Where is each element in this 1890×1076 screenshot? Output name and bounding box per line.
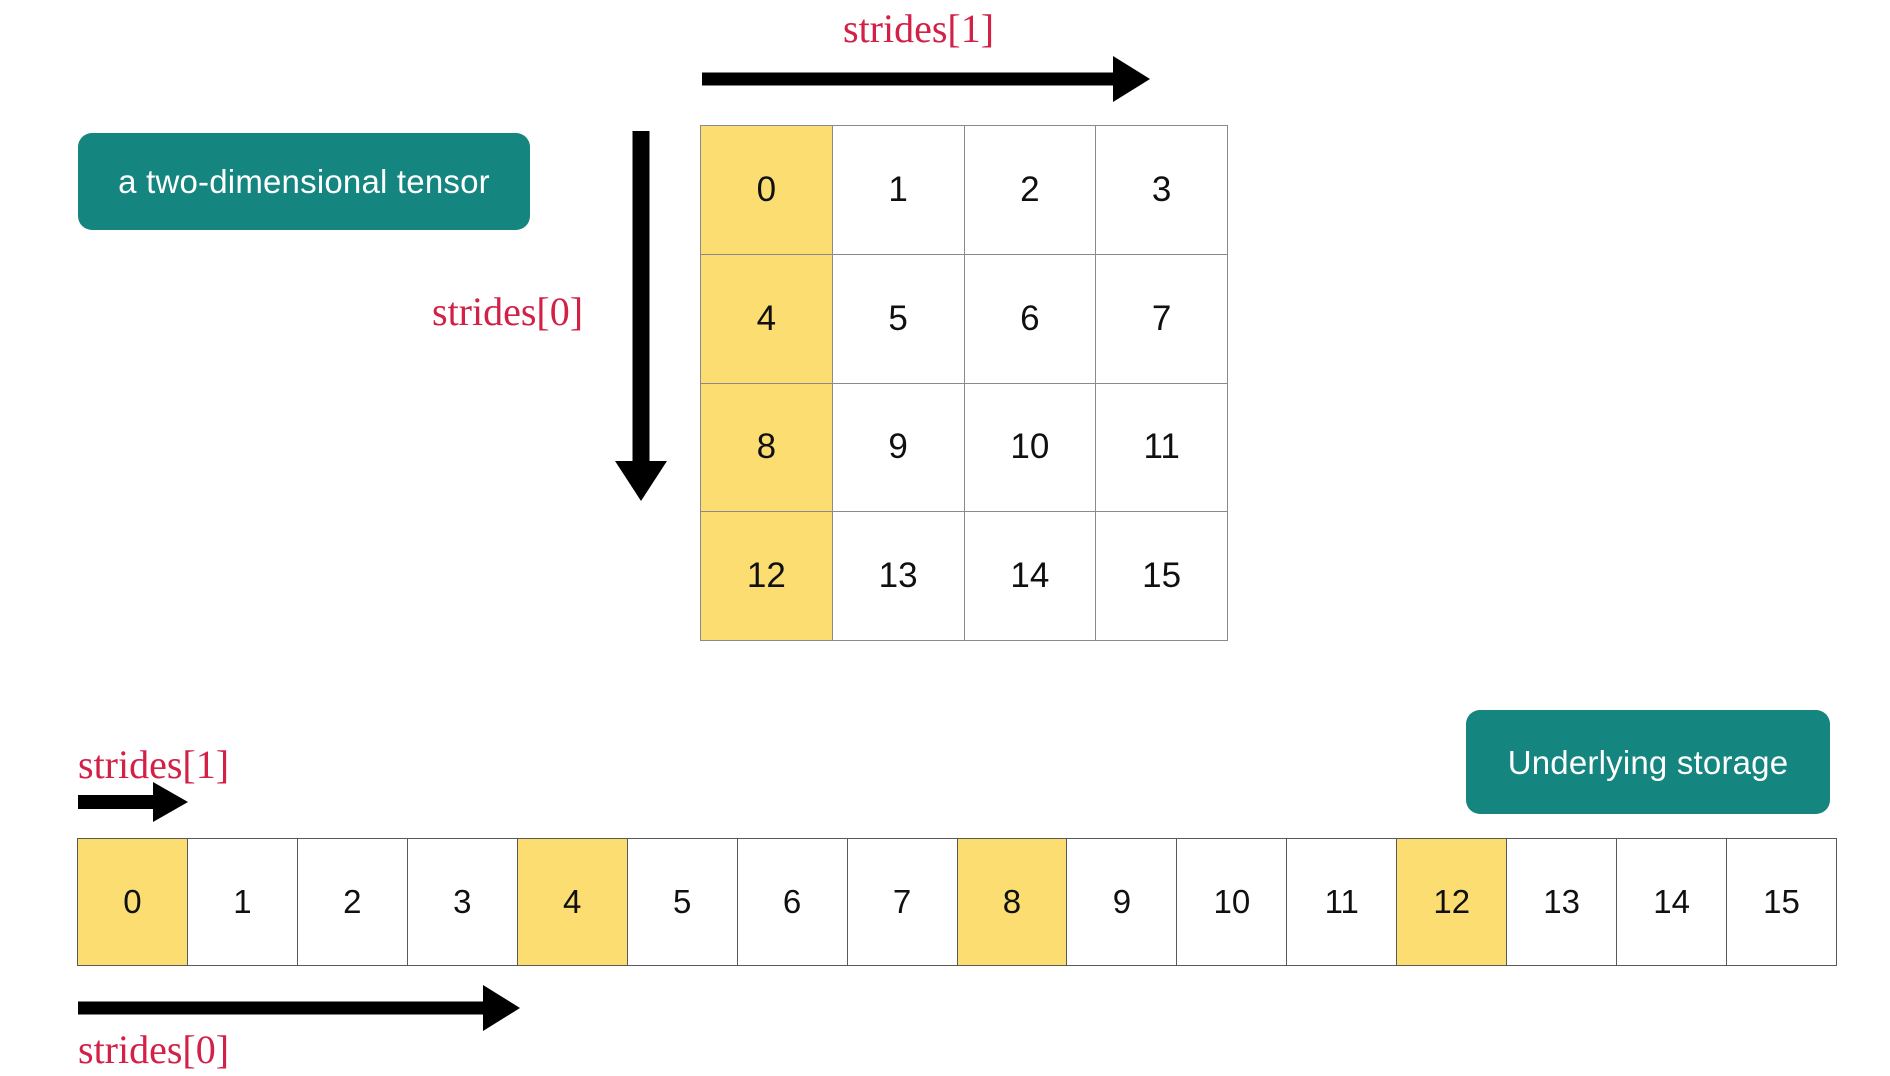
storage-cell-13: 13 [1507, 839, 1618, 966]
storage-cell-0: 0 [78, 839, 188, 966]
arrow-head [615, 461, 667, 501]
tensor-cell-r2-c3: 11 [1096, 383, 1228, 513]
storage-cell-value: 3 [453, 883, 472, 920]
storage-cell-value: 5 [672, 883, 692, 920]
tensor-cell-r1-c0: 4 [701, 254, 833, 384]
storage-cell-7: 7 [847, 839, 958, 966]
storage-cell-14: 14 [1617, 839, 1728, 966]
tensor-cell-r1-c2: 6 [964, 254, 1097, 384]
storage-cell-value: 0 [123, 883, 142, 920]
storage-label-text: Underlying storage [1507, 743, 1789, 781]
storage-label-badge: Underlying storage [1466, 710, 1830, 814]
strides1-storage-label: strides[1] [78, 742, 230, 787]
tensor-cell-r3-c3: 15 [1096, 512, 1228, 641]
storage-cell-value: 9 [1112, 883, 1132, 920]
storage-cell-value: 10 [1213, 883, 1251, 920]
tensor-cell-r0-c0: 0 [701, 126, 833, 255]
tensor-cell-value: 15 [1142, 556, 1182, 596]
tensor-cell-value: 12 [746, 556, 786, 596]
tensor-cell-value: 8 [756, 427, 777, 467]
storage-cell-value: 2 [343, 883, 362, 920]
storage-cell-8: 8 [957, 839, 1068, 966]
storage-cell-4: 4 [517, 839, 628, 966]
tensor-cell-value: 2 [1020, 169, 1040, 209]
storage-cell-9: 9 [1067, 839, 1178, 966]
storage-cell-value: 15 [1763, 883, 1800, 920]
storage-cell-15: 15 [1727, 839, 1837, 966]
storage-cell-value: 4 [563, 883, 582, 920]
tensor-cell-value: 9 [888, 427, 908, 467]
arrow-head [483, 985, 520, 1031]
tensor-cell-value: 11 [1143, 427, 1180, 467]
strides0-left-label: strides[0] [432, 289, 584, 334]
tensor-cell-value: 5 [888, 298, 908, 338]
tensor-cell-r2-c0: 8 [701, 383, 833, 513]
storage-cell-value: 7 [892, 883, 912, 920]
arrow-head [1113, 56, 1150, 102]
storage-cell-value: 12 [1433, 883, 1471, 920]
storage-cell-11: 11 [1287, 839, 1398, 966]
tensor-cell-r2-c1: 9 [832, 383, 965, 513]
storage-cell-value: 8 [1002, 883, 1022, 920]
storage-cell-value: 11 [1324, 883, 1359, 920]
tensor-cell-value: 10 [1010, 427, 1050, 467]
arrow-head [153, 782, 188, 822]
storage-cell-2: 2 [297, 839, 408, 966]
tensor-cell-r0-c2: 2 [964, 126, 1097, 255]
storage-cell-12: 12 [1397, 839, 1508, 966]
arrow-shaft [78, 795, 153, 809]
tensor-cell-r2-c2: 10 [964, 383, 1097, 513]
tensor-cell-value: 14 [1010, 556, 1050, 596]
tensor-label-badge: a two-dimensional tensor [78, 133, 530, 230]
storage-cell-3: 3 [407, 839, 518, 966]
tensor-cell-r1-c1: 5 [832, 254, 965, 384]
strides0-storage-label: strides[0] [78, 1027, 230, 1072]
tensor-label-text: a two-dimensional tensor [118, 163, 490, 200]
tensor-cell-r3-c0: 12 [701, 512, 833, 641]
storage-cell-value: 1 [233, 883, 252, 920]
tensor-cell-value: 0 [756, 169, 777, 209]
storage-cell-value: 13 [1543, 883, 1581, 920]
tensor-cell-r1-c3: 7 [1096, 254, 1228, 384]
tensor-cell-r0-c3: 3 [1096, 126, 1228, 255]
tensor-cell-value: 3 [1151, 169, 1172, 209]
strides1-top-label: strides[1] [843, 6, 995, 51]
arrow-shaft [78, 1001, 483, 1015]
storage-cell-5: 5 [627, 839, 738, 966]
arrow-shaft [702, 72, 1113, 86]
storage-cell-value: 6 [782, 883, 802, 920]
tensor-cell-r3-c1: 13 [832, 512, 965, 641]
arrow-shaft [632, 131, 650, 461]
storage-cell-value: 14 [1653, 883, 1690, 920]
tensor-cell-value: 7 [1151, 298, 1172, 338]
tensor-cell-value: 1 [888, 169, 908, 209]
tensor-cell-value: 4 [756, 298, 777, 338]
tensor-cell-r0-c1: 1 [832, 126, 965, 255]
storage-cell-6: 6 [737, 839, 848, 966]
tensor-cell-value: 6 [1020, 298, 1040, 338]
storage-cell-10: 10 [1177, 839, 1288, 966]
tensor-cell-value: 13 [878, 556, 918, 596]
storage-cell-1: 1 [187, 839, 298, 966]
tensor-cell-r3-c2: 14 [964, 512, 1097, 641]
